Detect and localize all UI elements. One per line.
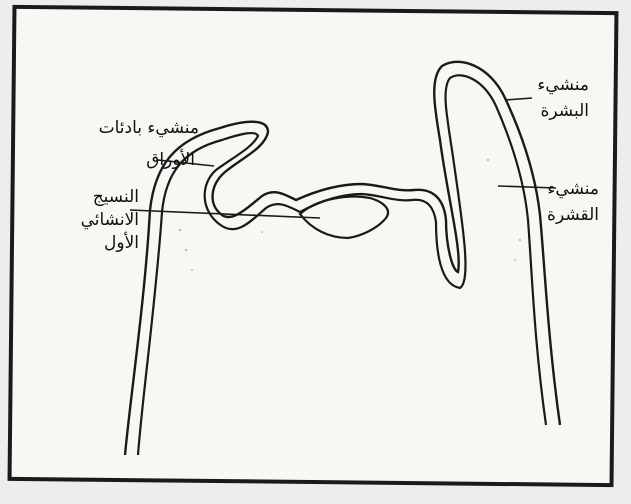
leaf-primordium-label: منشيء بادئات الأوراق xyxy=(99,118,199,170)
cortex-origin-label-line1: منشيء xyxy=(547,176,599,202)
leaf-primordium-label-line2: الأوراق xyxy=(99,150,195,170)
cortex-origin-label: منشيء القشرة xyxy=(547,176,599,228)
primary-tissue-label-line2: الانشائي xyxy=(81,209,139,232)
epidermis-origin-label-line2: البشرة xyxy=(537,98,589,124)
epidermis-origin-label: منشيء البشرة xyxy=(537,72,589,124)
epidermis-origin-label-line1: منشيء xyxy=(537,72,589,98)
primary-tissue-label: النسيج الانشائي الأول xyxy=(81,186,139,255)
primary-tissue-label-line3: الأول xyxy=(81,232,139,255)
cortex-outline xyxy=(138,75,546,455)
cortex-origin-label-line2: القشرة xyxy=(547,202,599,228)
epidermis-pointer xyxy=(505,98,532,100)
primary-tissue-label-line1: النسيج xyxy=(81,186,139,209)
leaf-primordium-label-line1: منشيء بادئات xyxy=(99,118,199,138)
